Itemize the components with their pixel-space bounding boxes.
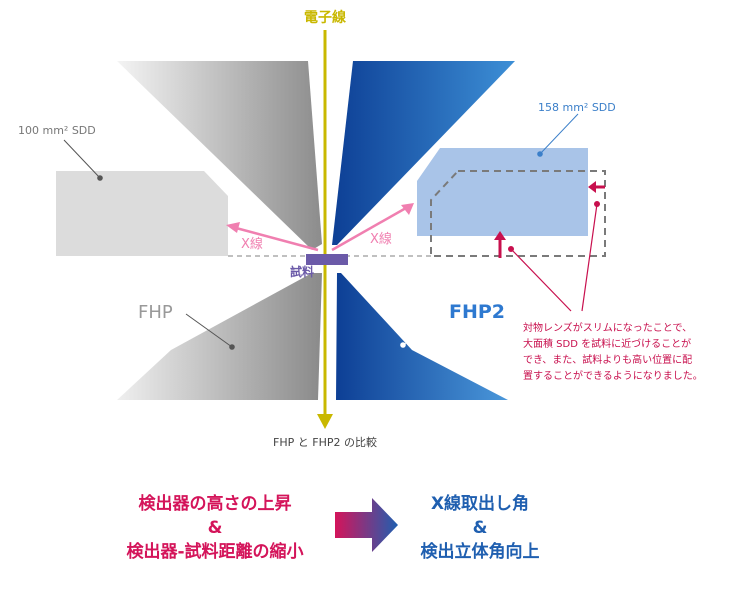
fhp2-upper-pole-piece — [332, 61, 515, 245]
summary-left-line-3: 検出器-試料距離の縮小 — [126, 542, 304, 562]
sdd-158-label: 158 mm² SDD — [538, 101, 616, 114]
caption: FHP と FHP2 の比較 — [273, 435, 377, 449]
sdd-100-label: 100 mm² SDD — [18, 124, 96, 137]
sdd-100-leader-line — [63, 139, 101, 179]
note-leader-line-1 — [510, 248, 572, 312]
summary-cause: 検出器の高さの上昇 & 検出器-試料距離の縮小 — [95, 492, 335, 564]
move-up-arrowhead — [494, 231, 506, 240]
summary-left-line-1: 検出器の高さの上昇 — [138, 494, 292, 514]
note-leader-dot-1 — [508, 246, 514, 252]
fhp-label: FHP — [138, 302, 173, 323]
electron-beam-arrowhead — [317, 414, 333, 429]
note-line-1: 対物レンズがスリムになったことで、 — [523, 321, 692, 334]
summary-right-line-2: & — [472, 518, 488, 538]
xray-arrow-left — [235, 226, 319, 252]
xray-arrowhead-right — [401, 203, 414, 215]
summary-right-line-1: X線取出し角 — [430, 494, 530, 514]
sample-block — [306, 254, 348, 265]
note-line-3: でき、また、試料よりも高い位置に配 — [523, 353, 692, 366]
sdd-158-detector — [417, 148, 588, 236]
summary-right-line-3: 検出立体角向上 — [420, 542, 540, 562]
xray-label-right: X線 — [370, 231, 392, 247]
sample-label: 試料 — [290, 264, 314, 279]
fhp2-label: FHP2 — [449, 301, 505, 323]
fhp2-lower-pole-piece — [336, 273, 508, 400]
summary-effect: X線取出し角 & 検出立体角向上 — [395, 492, 565, 564]
note-leader-line-2 — [581, 203, 598, 312]
electron-beam-label: 電子線 — [304, 9, 346, 26]
fhp-leader-line — [185, 313, 233, 348]
note-line-2: 大面積 SDD を試料に近づけることが — [523, 337, 691, 350]
xray-arrowhead-left — [226, 222, 240, 233]
sdd-100-leader-dot — [97, 175, 103, 181]
fhp-upper-pole-piece — [117, 61, 322, 250]
sdd-158-leader-line — [539, 113, 579, 155]
note-line-4: 置することができるようになりました。 — [523, 369, 703, 382]
sdd-158-leader-dot — [537, 151, 543, 157]
xray-arrow-right — [331, 206, 407, 252]
fhp2-leader-line — [402, 313, 449, 346]
move-left-arrowhead — [588, 181, 596, 193]
fhp-lower-pole-piece — [117, 273, 322, 400]
note-leader-dot-2 — [594, 201, 600, 207]
fhp2-leader-dot — [400, 342, 406, 348]
xray-label-left: X線 — [241, 236, 263, 252]
transition-arrow — [335, 498, 398, 552]
summary-left-line-2: & — [207, 518, 223, 538]
sdd-100-detector — [56, 171, 228, 256]
fhp-leader-dot — [229, 344, 235, 350]
